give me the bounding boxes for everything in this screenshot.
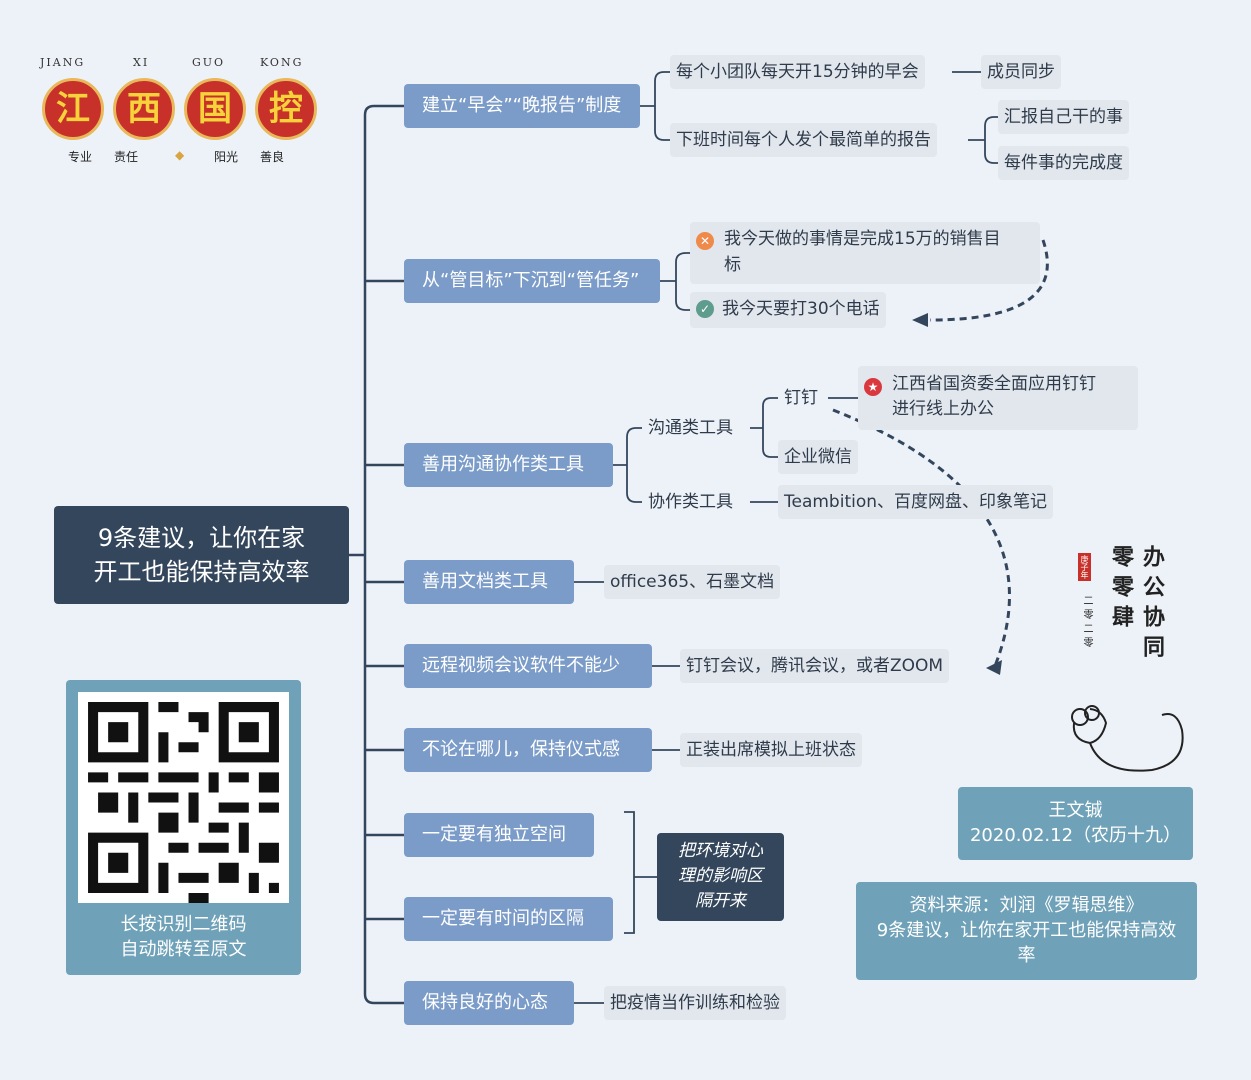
branch-node[interactable]: 从“管目标”下沉到“管任务” bbox=[404, 259, 660, 303]
leaf-node[interactable]: 沟通类工具 bbox=[648, 418, 733, 438]
logo-slogan: 善良 bbox=[260, 150, 285, 164]
branch-node[interactable]: 建立“早会”“晚报告”制度 bbox=[404, 84, 640, 128]
source-line: 9条建议，让你在家开工也能保持高效 bbox=[876, 920, 1177, 941]
calligraphy-date: 二零二零 bbox=[1081, 595, 1092, 651]
leaf-node[interactable]: 钉钉会议，腾讯会议，或者ZOOM bbox=[680, 649, 950, 683]
logo-pinyin: KONG bbox=[260, 56, 304, 69]
source-line: 资料来源：刘润《罗辑思维》 bbox=[909, 895, 1144, 916]
logo-char: 国 bbox=[184, 78, 246, 140]
leaf-node[interactable]: 正装出席模拟上班状态 bbox=[680, 733, 862, 767]
qr-code[interactable] bbox=[78, 692, 289, 903]
leaf-text: 我今天做的事情是完成15万的销售目 bbox=[724, 229, 1001, 249]
qr-caption: 长按识别二维码 自动跳转至原文 bbox=[66, 912, 301, 962]
leaf-node[interactable]: 企业微信 bbox=[778, 440, 858, 474]
leaf-text: 进行线上办公 bbox=[892, 399, 994, 419]
leaf-node-task[interactable]: ✓ 我今天要打30个电话 bbox=[690, 292, 886, 328]
leaf-node[interactable]: 汇报自己干的事 bbox=[998, 100, 1129, 134]
central-topic-line: 开工也能保持高效率 bbox=[93, 558, 310, 586]
leaf-note[interactable]: ★ 江西省国资委全面应用钉钉 进行线上办公 bbox=[858, 366, 1138, 430]
logo-slogan: 阳光 bbox=[214, 150, 239, 164]
branch-node[interactable]: 善用文档类工具 bbox=[404, 560, 574, 604]
leaf-text: 我今天要打30个电话 bbox=[722, 299, 880, 319]
leaf-node[interactable]: 成员同步 bbox=[981, 55, 1061, 89]
arrowhead-icon bbox=[986, 660, 1002, 675]
leaf-node[interactable]: office365、石墨文档 bbox=[604, 565, 781, 599]
qr-card[interactable]: 长按识别二维码 自动跳转至原文 bbox=[66, 680, 301, 975]
logo-pinyin: JIANG bbox=[40, 56, 86, 69]
branch-node[interactable]: 善用沟通协作类工具 bbox=[404, 443, 613, 487]
check-icon: ✓ bbox=[696, 300, 714, 318]
star-icon: ★ bbox=[864, 378, 882, 396]
logo-pinyin: XI bbox=[133, 56, 150, 69]
branch-node[interactable]: 一定要有时间的区隔 bbox=[404, 897, 613, 941]
logo-char: 江 bbox=[42, 78, 104, 140]
branch-node[interactable]: 不论在哪儿，保持仪式感 bbox=[404, 728, 652, 772]
leaf-text: 江西省国资委全面应用钉钉 bbox=[892, 374, 1096, 394]
branch-node[interactable]: 保持良好的心态 bbox=[404, 981, 574, 1025]
leaf-node[interactable]: 下班时间每个人发个最简单的报告 bbox=[670, 123, 937, 157]
author-date: 2020.02.12（农历十九） bbox=[969, 825, 1182, 846]
author-name: 王文铖 bbox=[1048, 800, 1103, 821]
qr-caption-line: 长按识别二维码 bbox=[120, 914, 247, 935]
qr-caption-line: 自动跳转至原文 bbox=[120, 939, 247, 960]
logo-slogan: 责任 bbox=[114, 150, 139, 164]
leaf-node[interactable]: 协作类工具 bbox=[648, 492, 733, 512]
cross-icon: ✕ bbox=[696, 232, 714, 250]
qr-code-pattern bbox=[88, 702, 279, 903]
arrowhead-icon bbox=[912, 313, 928, 327]
leaf-node[interactable]: Teambition、百度网盘、印象笔记 bbox=[778, 485, 1054, 519]
leaf-node[interactable]: 每个小团队每天开15分钟的早会 bbox=[670, 55, 925, 89]
summary-text: 理的影响区 bbox=[678, 866, 763, 886]
logo-char: 西 bbox=[113, 78, 175, 140]
mouse-icon bbox=[1071, 705, 1184, 772]
summary-text: 把环境对心 bbox=[678, 841, 763, 861]
summary-node[interactable]: 把环境对心 理的影响区 隔开来 bbox=[657, 833, 784, 921]
seal-stamp: 庚子年 bbox=[1078, 553, 1091, 581]
lotus-icon: ◆ bbox=[175, 148, 185, 162]
leaf-node[interactable]: 每件事的完成度 bbox=[998, 146, 1129, 180]
leaf-text: 标 bbox=[724, 255, 741, 275]
central-topic-line: 9条建议，让你在家 bbox=[97, 524, 306, 552]
central-topic[interactable]: 9条建议，让你在家 开工也能保持高效率 bbox=[54, 506, 349, 604]
calligraphy-col: 办公协同 bbox=[1139, 545, 1165, 665]
logo-char: 控 bbox=[255, 78, 317, 140]
source-card: 资料来源：刘润《罗辑思维》 9条建议，让你在家开工也能保持高效 率 bbox=[856, 882, 1197, 980]
calligraphy-col: 零零肆 bbox=[1108, 545, 1134, 635]
leaf-node[interactable]: 钉钉 bbox=[784, 388, 818, 408]
leaf-node[interactable]: 把疫情当作训练和检验 bbox=[604, 986, 786, 1020]
summary-text: 隔开来 bbox=[695, 891, 746, 911]
logo-pinyin: GUO bbox=[192, 56, 226, 69]
logo-slogan: 专业 bbox=[68, 150, 93, 164]
source-line: 率 bbox=[1017, 945, 1036, 966]
branch-node[interactable]: 一定要有独立空间 bbox=[404, 813, 594, 857]
branch-node[interactable]: 远程视频会议软件不能少 bbox=[404, 644, 652, 688]
author-card: 王文铖 2020.02.12（农历十九） bbox=[958, 787, 1193, 860]
leaf-node-goal[interactable]: ✕ 我今天做的事情是完成15万的销售目 标 bbox=[690, 222, 1040, 284]
